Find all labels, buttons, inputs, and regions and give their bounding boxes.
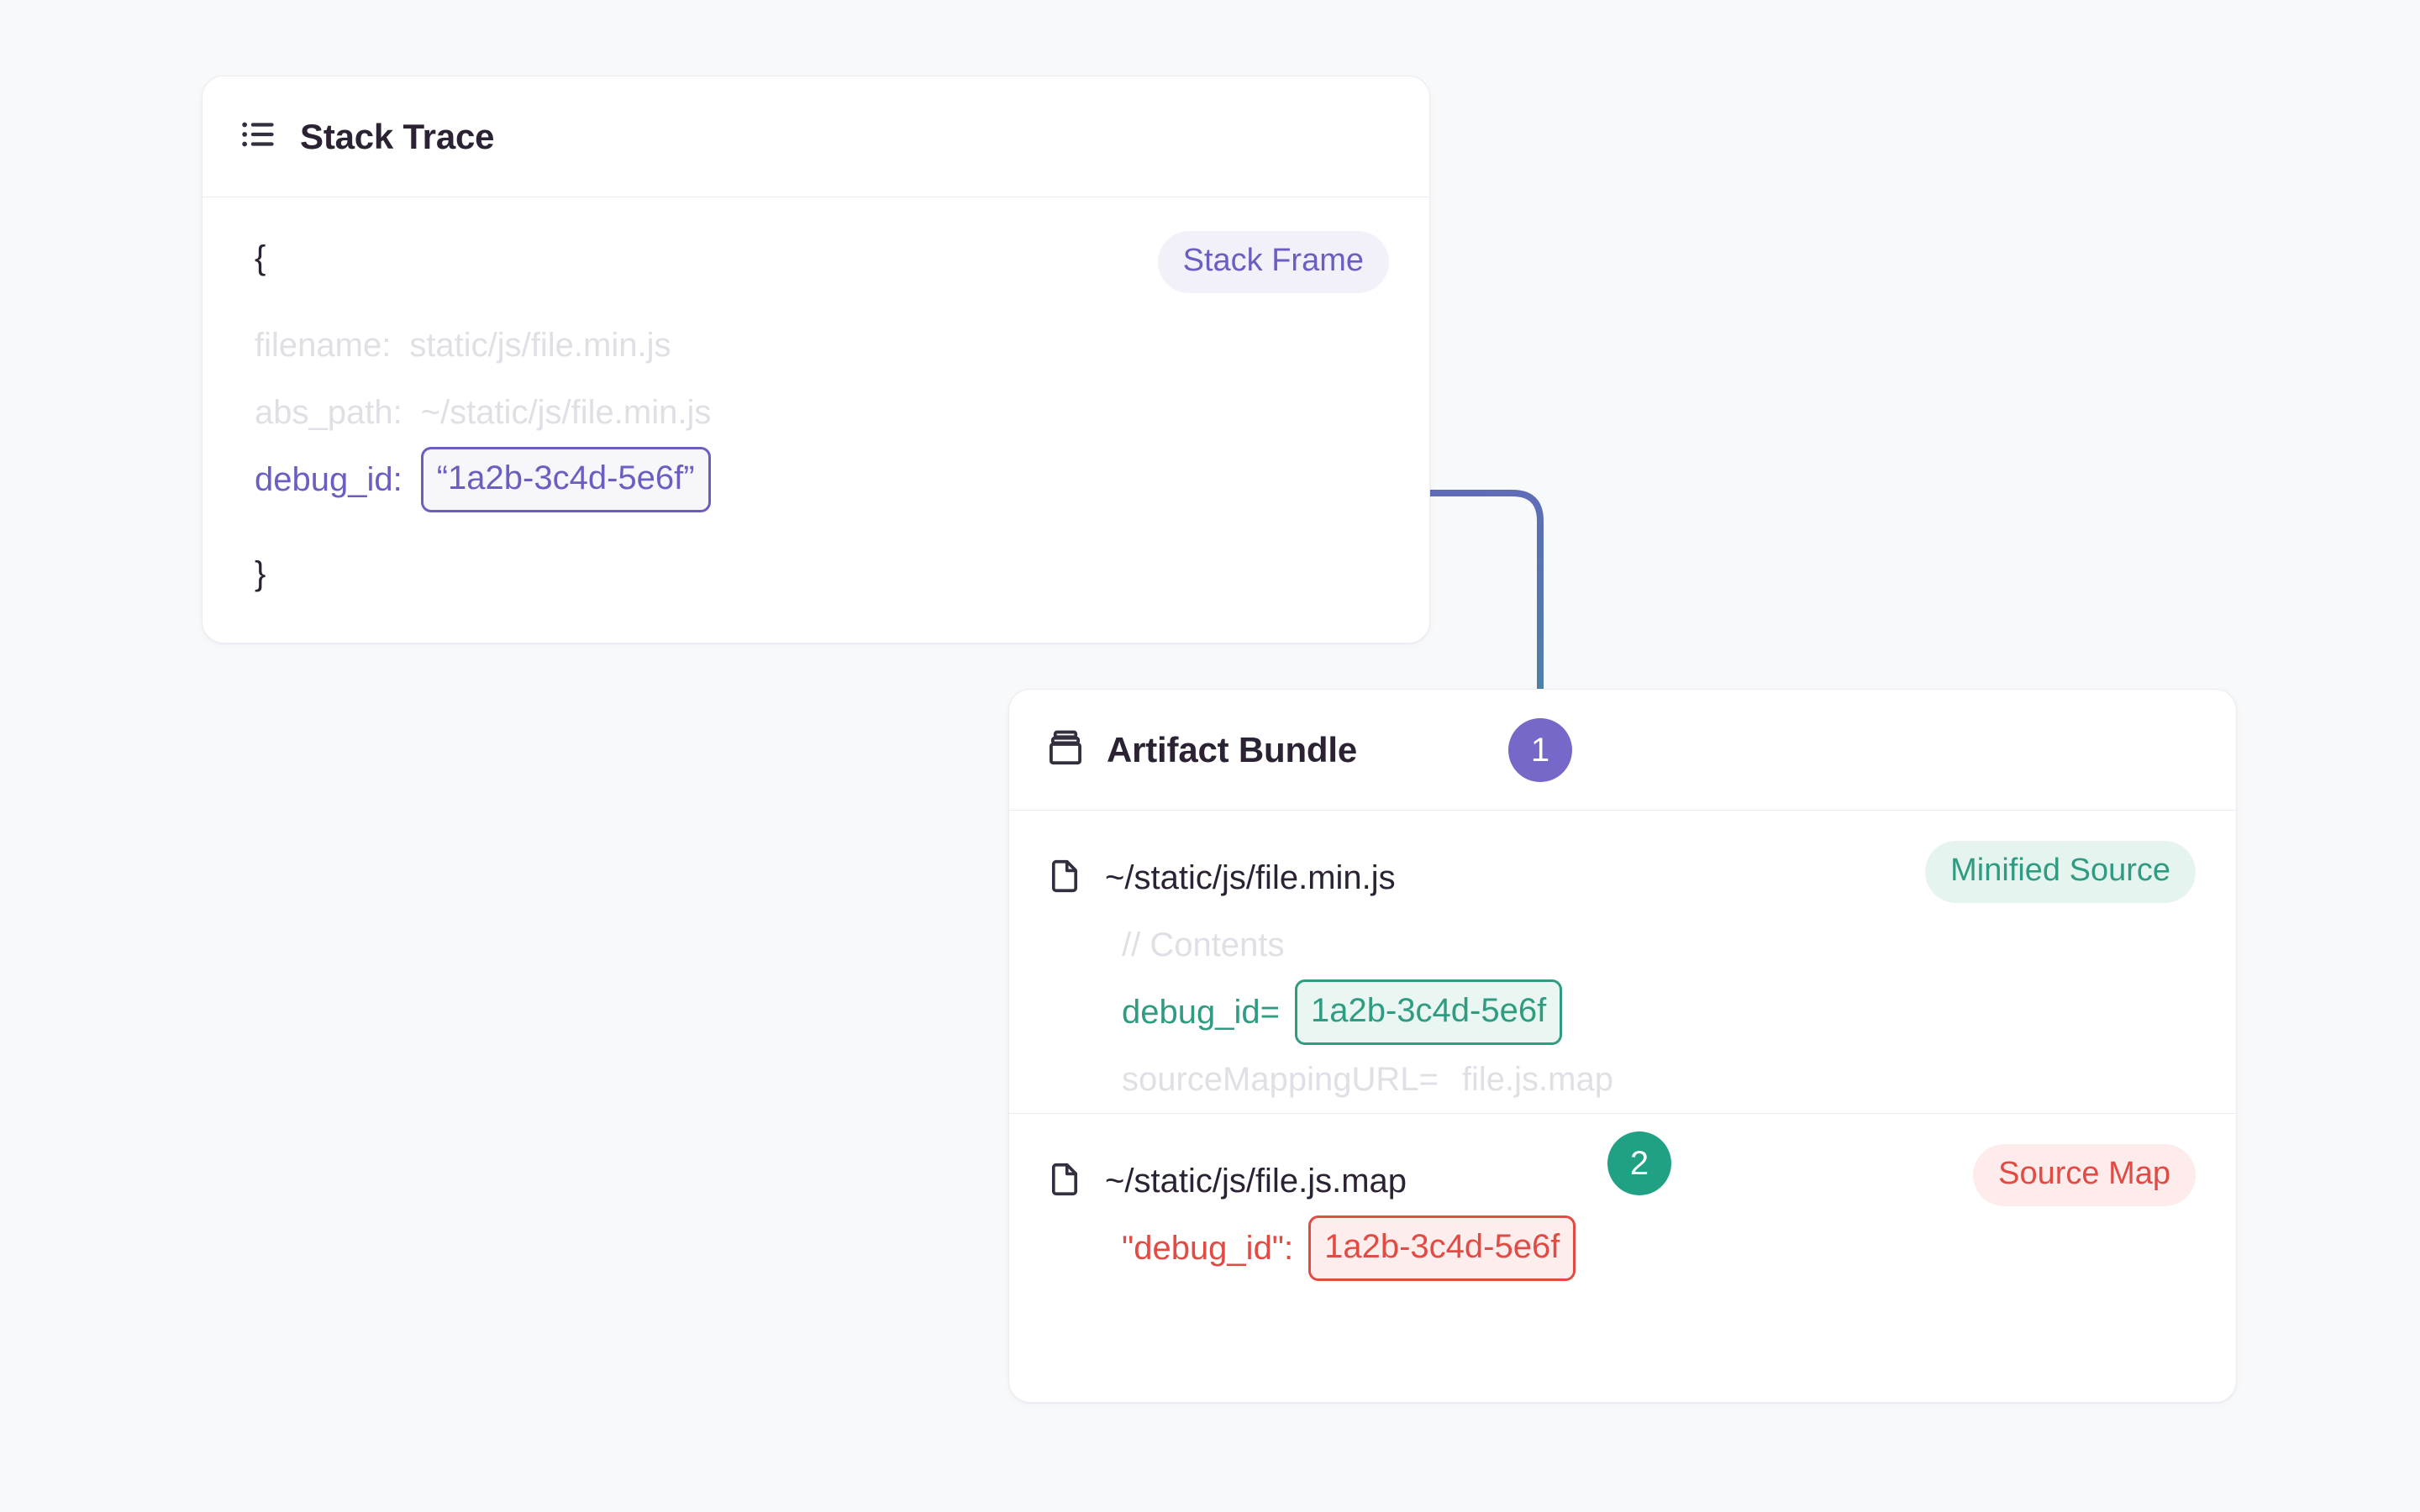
artifact-bundle-card: Artifact Bundle Minified Source ~/static… bbox=[1008, 689, 2237, 1403]
minified-debug-id-chip[interactable]: 1a2b-3c4d-5e6f bbox=[1294, 979, 1563, 1045]
source-map-file-row[interactable]: ~/static/js/file.js.map bbox=[1009, 1147, 2236, 1215]
step-marker-2: 2 bbox=[1607, 1131, 1671, 1195]
stack-trace-header: Stack Trace bbox=[203, 76, 1429, 197]
stack-trace-title: Stack Trace bbox=[300, 116, 495, 156]
file-icon bbox=[1046, 1161, 1083, 1202]
minified-source-section: Minified Source ~/static/js/file.min.js … bbox=[1009, 811, 2236, 1113]
minified-sourcemappingurl-key: sourceMappingURL= bbox=[1122, 1061, 1439, 1098]
field-filename-key: filename: bbox=[255, 327, 392, 364]
artifact-bundle-divider bbox=[1009, 1113, 2236, 1114]
source-map-badge: Source Map bbox=[1973, 1144, 2196, 1206]
source-map-debug-id-line: "debug_id": 1a2b-3c4d-5e6f bbox=[1009, 1215, 2236, 1282]
stackframe-debug-id-chip[interactable]: “1a2b-3c4d-5e6f” bbox=[420, 447, 711, 512]
source-map-section: Source Map ~/static/js/file.js.map "debu… bbox=[1009, 1114, 2236, 1282]
field-filename: filename: static/js/file.min.js bbox=[203, 312, 1429, 379]
artifact-bundle-header: Artifact Bundle bbox=[1009, 690, 2236, 811]
field-debug-id-key: debug_id: bbox=[255, 461, 402, 498]
field-abs-path-key: abs_path: bbox=[255, 394, 402, 431]
minified-sourcemappingurl-line: sourceMappingURL= file.js.map bbox=[1009, 1046, 2236, 1113]
json-close-brace: } bbox=[255, 555, 266, 592]
step-marker-1: 1 bbox=[1508, 718, 1572, 782]
stack-frame-badge: Stack Frame bbox=[1157, 231, 1389, 293]
minified-sourcemappingurl-value: file.js.map bbox=[1461, 1061, 1613, 1098]
source-map-file-name: ~/static/js/file.js.map bbox=[1105, 1162, 1407, 1200]
minified-source-badge: Minified Source bbox=[1925, 841, 2196, 903]
file-icon bbox=[1046, 858, 1083, 899]
minified-contents-comment-text: // Contents bbox=[1122, 927, 1285, 963]
stack-trace-card: Stack Trace Stack Frame { filename: stat… bbox=[202, 76, 1430, 643]
source-map-debug-id-key: "debug_id": bbox=[1122, 1230, 1294, 1267]
field-abs-path: abs_path: ~/static/js/file.min.js bbox=[203, 379, 1429, 446]
minified-debug-id-line: debug_id= 1a2b-3c4d-5e6f bbox=[1009, 979, 2236, 1046]
artifact-bundle-title: Artifact Bundle bbox=[1107, 729, 1358, 769]
minified-source-file-name: ~/static/js/file.min.js bbox=[1105, 858, 1396, 896]
json-open-brace: { bbox=[255, 239, 266, 276]
source-map-debug-id-chip[interactable]: 1a2b-3c4d-5e6f bbox=[1308, 1215, 1576, 1281]
field-debug-id: debug_id: “1a2b-3c4d-5e6f” bbox=[203, 446, 1429, 513]
archive-box-icon bbox=[1046, 728, 1085, 771]
field-abs-path-value: ~/static/js/file.min.js bbox=[420, 394, 712, 431]
minified-debug-id-key: debug_id= bbox=[1122, 994, 1280, 1031]
field-filename-value: static/js/file.min.js bbox=[409, 327, 671, 364]
minified-contents-comment: // Contents bbox=[1009, 911, 2236, 979]
list-bullets-icon bbox=[239, 115, 278, 158]
stack-trace-body: Stack Frame { filename: static/js/file.m… bbox=[203, 197, 1429, 643]
